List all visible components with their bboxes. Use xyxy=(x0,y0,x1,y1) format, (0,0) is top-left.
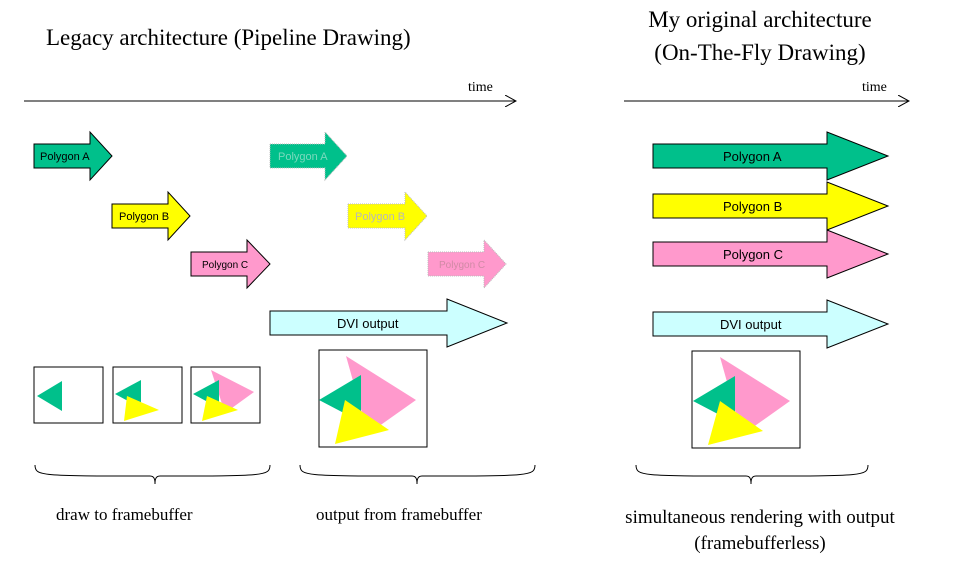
original-arrow-polygon-a-label: Polygon A xyxy=(723,149,782,164)
legacy-dvi-output-arrow: DVI output xyxy=(269,298,509,348)
legacy-faded-arrow-polygon-a-label: Polygon A xyxy=(278,151,328,163)
brace-draw-to-framebuffer xyxy=(34,464,271,485)
original-dvi-output-arrow: DVI output xyxy=(652,299,890,349)
framebuffer-output-frame xyxy=(318,349,428,448)
framebuffer-step-3 xyxy=(190,366,261,424)
caption-draw-to-framebuffer: draw to framebuffer xyxy=(56,505,193,524)
caption-simultaneous-line2: (framebufferless) xyxy=(694,533,826,554)
brace-output-from-framebuffer xyxy=(299,464,536,485)
legacy-dvi-output-label: DVI output xyxy=(337,316,399,331)
original-title-line2: (On-The-Fly Drawing) xyxy=(654,40,866,65)
framebuffer-step-1 xyxy=(33,366,104,424)
legacy-faded-arrow-polygon-c: Polygon C xyxy=(427,238,507,290)
caption-simultaneous-line1: simultaneous rendering with output xyxy=(625,507,895,528)
legacy-arrow-polygon-a: Polygon A xyxy=(33,130,113,182)
legacy-faded-arrow-polygon-b: Polygon B xyxy=(347,190,428,242)
original-title-line1: My original architecture xyxy=(648,7,872,32)
original-arrow-polygon-c-label: Polygon C xyxy=(723,247,783,262)
legacy-title: Legacy architecture (Pipeline Drawing) xyxy=(46,25,411,50)
legacy-time-label: time xyxy=(468,80,493,95)
original-time-label: time xyxy=(862,80,887,95)
legacy-faded-arrow-polygon-c-label: Polygon C xyxy=(439,260,485,271)
legacy-faded-arrow-polygon-b-label: Polygon B xyxy=(355,211,405,223)
legacy-arrow-polygon-b-label: Polygon B xyxy=(119,211,169,223)
legacy-arrow-polygon-a-label: Polygon A xyxy=(40,151,90,163)
original-arrow-polygon-a: Polygon A xyxy=(652,131,890,181)
original-dvi-output-label: DVI output xyxy=(720,317,782,332)
original-arrow-polygon-c: Polygon C xyxy=(652,229,890,279)
legacy-arrow-polygon-c-label: Polygon C xyxy=(202,260,248,271)
caption-output-from-framebuffer: output from framebuffer xyxy=(316,505,482,524)
original-arrow-polygon-b-label: Polygon B xyxy=(723,199,782,214)
brace-simultaneous-rendering xyxy=(635,464,869,485)
original-output-frame xyxy=(691,350,801,449)
original-arrow-polygon-b: Polygon B xyxy=(652,181,890,231)
legacy-arrow-polygon-c: Polygon C xyxy=(190,238,271,290)
legacy-faded-arrow-polygon-a: Polygon A xyxy=(269,130,348,182)
framebuffer-step-2 xyxy=(112,366,183,424)
legacy-arrow-polygon-b: Polygon B xyxy=(111,190,191,242)
